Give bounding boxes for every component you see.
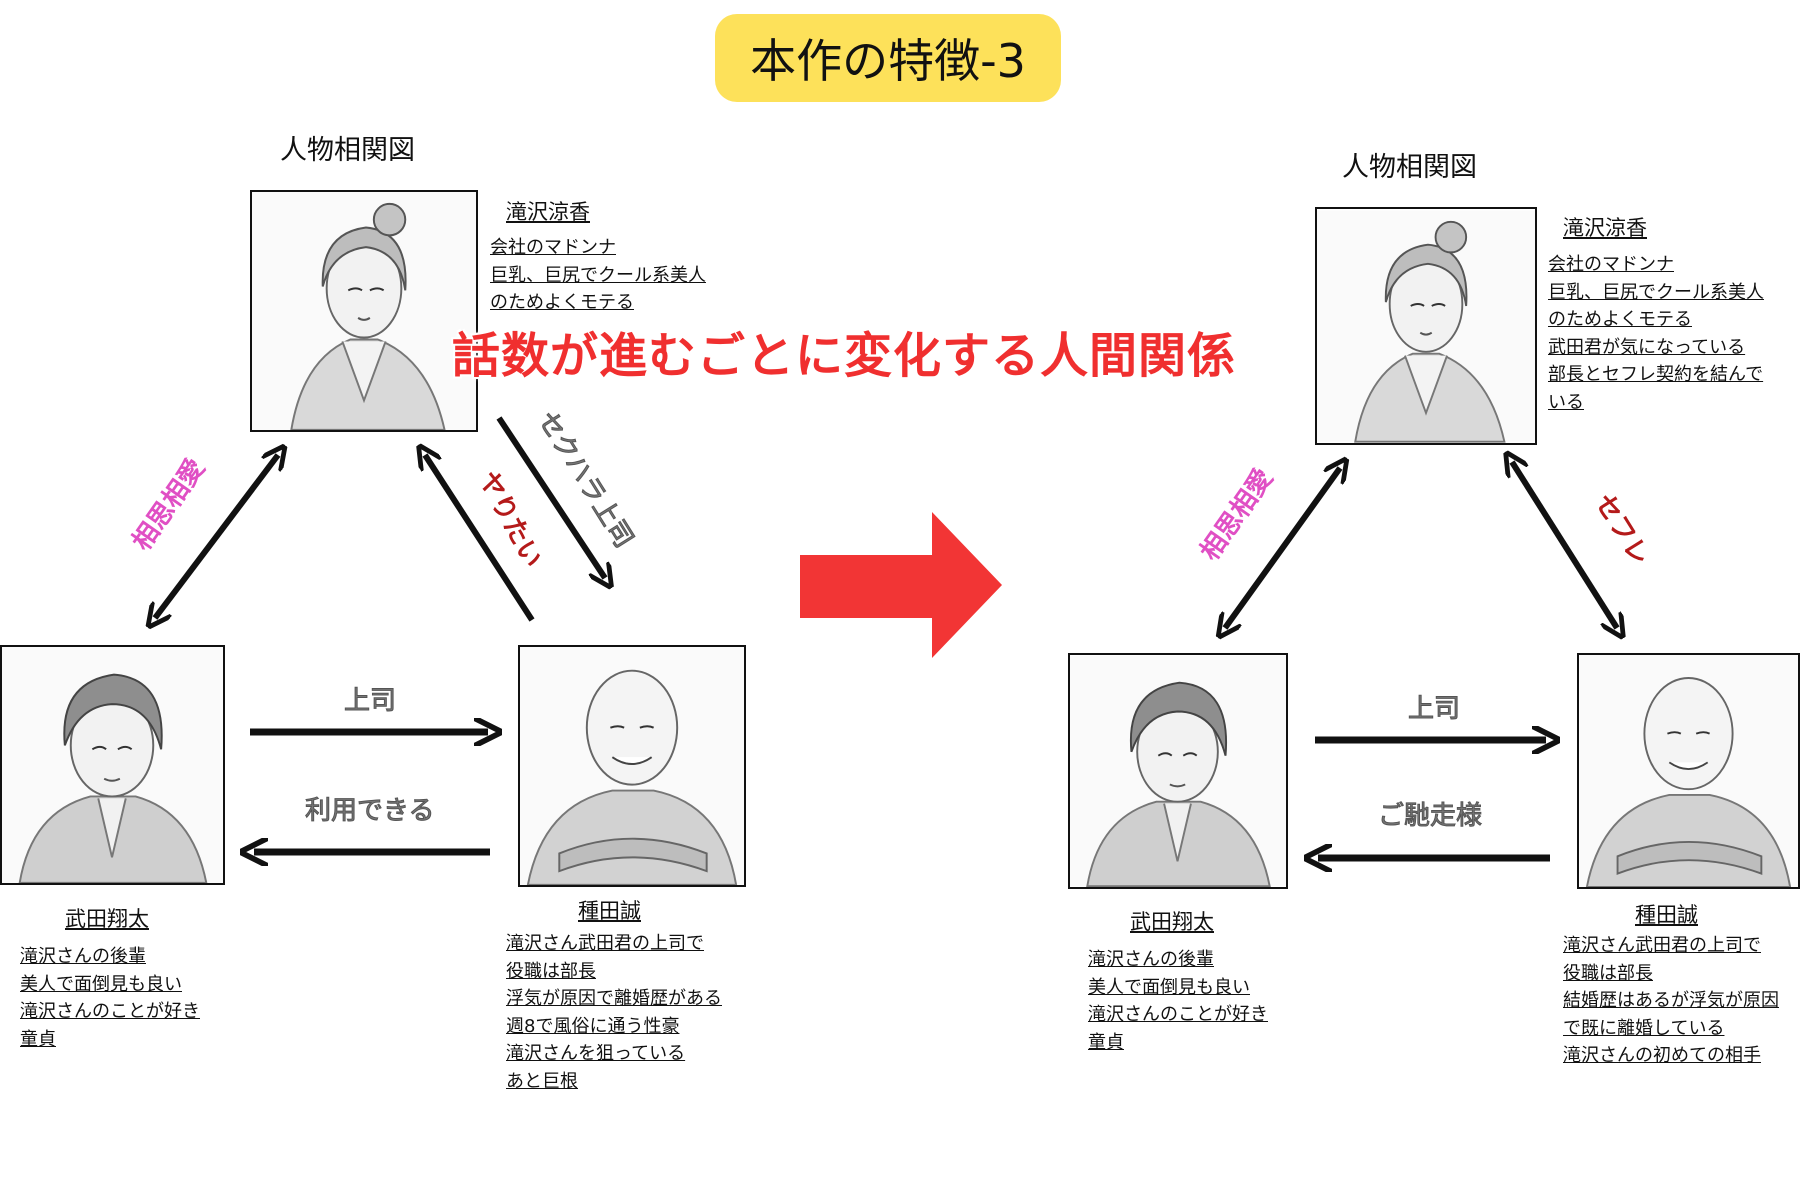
woman-portrait-icon <box>252 192 476 430</box>
desc-line: 童貞 <box>20 1028 56 1050</box>
label-takeda-to-taneda-right: 上司 <box>1407 694 1461 725</box>
desc-line: 滝沢さんのことが好き <box>1088 1004 1268 1025</box>
right-takeda-name: 武田翔太 <box>1130 910 1214 934</box>
arrow-takizawa-to-taneda-left <box>496 416 605 578</box>
desc-line: いる <box>1548 391 1584 413</box>
desc-line: 浮気が原因で離婚歴がある <box>506 988 722 1009</box>
arrow-takeda-takizawa-left <box>155 455 278 618</box>
desc-line: のためよくモテる <box>490 292 634 313</box>
desc-line: 滝沢さんの後輩 <box>20 946 146 967</box>
label-taneda-to-takeda-left: 利用できる <box>304 796 435 827</box>
change-banner: 話数が進むごとに変化する人間関係 <box>452 328 1237 384</box>
desc-line: 滝沢さんを狙っている <box>506 1043 686 1064</box>
desc-line: 美人で面倒見も良い <box>20 973 182 995</box>
desc-line: 会社のマドンナ <box>1548 254 1674 275</box>
left-takizawa-desc: 会社のマドンナ 巨乳、巨尻でクール系美人 のためよくモテる <box>490 234 706 317</box>
left-taneda-desc: 滝沢さん武田君の上司で 役職は部長 浮気が原因で離婚歴がある 週8で風俗に通う性… <box>506 930 722 1095</box>
right-takeda-desc: 滝沢さんの後輩 美人で面倒見も良い 滝沢さんのことが好き 童貞 <box>1088 946 1268 1056</box>
arrow-takeda-takizawa-right <box>1225 468 1340 628</box>
right-takeda-portrait <box>1068 653 1288 889</box>
desc-line: 武田君が気になっている <box>1548 336 1746 358</box>
desc-line: 巨乳、巨尻でクール系美人 <box>1548 281 1764 303</box>
desc-line: 会社のマドンナ <box>490 237 616 258</box>
desc-line: 週8で風俗に通う性豪 <box>506 1015 680 1037</box>
right-taneda-desc: 滝沢さん武田君の上司で 役職は部長 結婚歴はあるが浮気が原因 で既に離婚している… <box>1563 932 1779 1070</box>
older-man-portrait-icon <box>1579 655 1798 887</box>
woman-portrait-icon <box>1317 210 1535 443</box>
left-taneda-portrait <box>518 645 746 887</box>
left-takeda-desc: 滝沢さんの後輩 美人で面倒見も良い 滝沢さんのことが好き 童貞 <box>20 943 200 1053</box>
left-takizawa-name: 滝沢涼香 <box>506 200 590 224</box>
right-takizawa-name: 滝沢涼香 <box>1563 216 1647 240</box>
desc-line: のためよくモテる <box>1548 309 1692 330</box>
right-section-heading: 人物相関図 <box>1342 152 1477 183</box>
desc-line: 滝沢さん武田君の上司で <box>506 933 704 954</box>
label-taneda-to-takeda-right: ご馳走様 <box>1377 801 1483 832</box>
desc-line: 滝沢さん武田君の上司で <box>1563 935 1761 956</box>
desc-line: 役職は部長 <box>1563 962 1653 984</box>
desc-line: で既に離婚している <box>1563 1017 1725 1039</box>
desc-line: 滝沢さんのことが好き <box>20 1001 200 1022</box>
desc-line: 童貞 <box>1088 1031 1124 1053</box>
label-takeda-to-taneda-left: 上司 <box>343 686 397 717</box>
arrow-taneda-to-takizawa-left <box>425 455 535 622</box>
desc-line: 美人で面倒見も良い <box>1088 976 1250 998</box>
feature-title: 本作の特徴-3 <box>715 14 1061 102</box>
feature-title-text: 本作の特徴-3 <box>750 34 1026 88</box>
desc-line: 滝沢さんの後輩 <box>1088 949 1214 970</box>
desc-line: 役職は部長 <box>506 960 596 982</box>
older-man-portrait-icon <box>520 647 744 885</box>
young-man-portrait-icon <box>1070 655 1286 887</box>
left-section-heading: 人物相関図 <box>280 135 415 166</box>
desc-line: あと巨根 <box>506 1070 578 1092</box>
right-takizawa-desc: 会社のマドンナ 巨乳、巨尻でクール系美人 のためよくモテる 武田君が気になってい… <box>1548 251 1764 416</box>
right-taneda-name: 種田誠 <box>1635 903 1698 927</box>
right-taneda-portrait <box>1577 653 1800 889</box>
left-takeda-name: 武田翔太 <box>65 907 149 931</box>
left-taneda-name: 種田誠 <box>578 899 641 923</box>
desc-line: 結婚歴はあるが浮気が原因 <box>1563 990 1779 1011</box>
transition-arrow <box>800 512 1002 658</box>
desc-line: 巨乳、巨尻でクール系美人 <box>490 264 706 286</box>
desc-line: 部長とセフレ契約を結んで <box>1548 364 1764 385</box>
arrow-takizawa-taneda-right <box>1512 462 1617 628</box>
left-takizawa-portrait <box>250 190 478 432</box>
young-man-portrait-icon <box>2 647 223 883</box>
desc-line: 滝沢さんの初めての相手 <box>1563 1045 1761 1066</box>
left-takeda-portrait <box>0 645 225 885</box>
right-takizawa-portrait <box>1315 207 1537 445</box>
